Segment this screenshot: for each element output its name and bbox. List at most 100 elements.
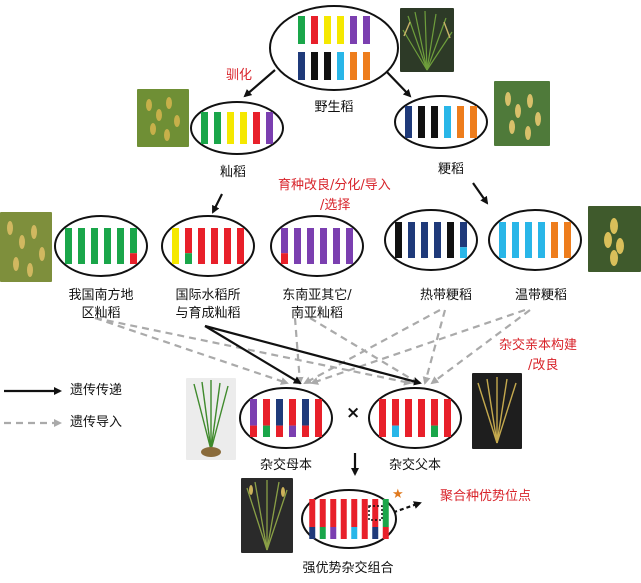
irri-chromosome-group <box>161 215 255 277</box>
chromosome-bar <box>298 52 305 80</box>
legend-introgression-label: 遗传导入 <box>70 415 123 430</box>
introgression-arrows <box>94 308 531 386</box>
chromosome-bar <box>421 222 428 258</box>
chromosome-bar <box>311 16 318 44</box>
chromosome-bar <box>298 16 305 44</box>
chromosome-bar-segment <box>130 253 137 264</box>
chromosome-bar-segment <box>276 425 283 437</box>
rice-panicle-photo-south-china <box>0 212 52 282</box>
chromosome-bar <box>340 499 347 539</box>
chromosome-bar <box>227 112 234 144</box>
chromosome-bar-segment <box>431 425 438 437</box>
hybrid-chromosome-group <box>301 489 397 549</box>
tropical-chromosome-group <box>384 209 478 271</box>
chromosome-bar <box>447 222 454 258</box>
chromosome-bar <box>379 399 386 437</box>
wild-ellipse <box>269 5 399 91</box>
parent-build-label-line1: 杂交亲本构建 <box>499 338 578 353</box>
parent-build-label-line2: /改良 <box>528 358 559 373</box>
chromosome-bar <box>78 228 85 264</box>
chromosome-bar <box>324 52 331 80</box>
cross-symbol: × <box>346 403 361 423</box>
chromosome-bar-segment <box>289 425 296 437</box>
chromosome-bar <box>444 106 451 138</box>
chromosome-bar <box>350 52 357 80</box>
chromosome-bar-segment <box>330 499 337 527</box>
chromosome-bar <box>408 222 415 258</box>
rice-panicle-photo-temperate <box>588 206 641 272</box>
pyramid-loci-label: 聚合种优势位点 <box>440 489 532 504</box>
chromosome-bar <box>538 222 545 258</box>
breeding-label-line1: 育种改良/分化/导入 <box>278 178 391 193</box>
chromosome-bar <box>324 16 331 44</box>
indica-label: 籼稻 <box>219 165 247 180</box>
highlight-box <box>368 505 383 521</box>
chromosome-bar-segment <box>263 425 270 437</box>
chromosome-bar <box>214 112 221 144</box>
chromosome-bar-segment <box>130 228 137 254</box>
chromosome-bar <box>418 399 425 437</box>
sea-label-line1: 东南亚其它/ <box>282 288 352 303</box>
chromosome-bar-segment <box>431 399 438 426</box>
chromosome-bar-segment <box>263 399 270 426</box>
tropical-japonica-label: 热带粳稻 <box>419 288 473 303</box>
chromosome-bar-segment <box>351 527 358 539</box>
chromosome-bar <box>201 112 208 144</box>
chromosome-bar-segment <box>302 425 309 437</box>
chromosome-bar-segment <box>460 222 467 248</box>
temperate-japonica-label: 温带粳稻 <box>514 288 568 303</box>
chromosome-bar <box>405 106 412 138</box>
chromosome-bar <box>172 228 179 264</box>
chromosome-bar <box>457 106 464 138</box>
chromosome-bar <box>418 106 425 138</box>
irri-label-line1: 国际水稻所 <box>175 288 241 303</box>
chromosome-bar-segment <box>302 399 309 426</box>
irri-label-line2: 与育成籼稻 <box>175 306 241 321</box>
south-china-chromosome-group <box>54 215 148 277</box>
temperate-chromosome-group <box>488 209 582 271</box>
chromosome-bar <box>104 228 111 264</box>
chromosome-bar <box>224 228 231 264</box>
chromosome-bar-segment <box>382 527 389 539</box>
chromosome-bar <box>499 222 506 258</box>
chromosome-bar <box>198 228 205 264</box>
chromosome-bar <box>266 112 273 144</box>
chromosome-bar-segment <box>281 228 288 254</box>
chromosome-bar-segment <box>185 253 192 264</box>
chromosome-bar <box>361 499 368 539</box>
chromosome-bar <box>320 228 327 264</box>
chromosome-bar-segment <box>330 527 337 539</box>
chromosome-bar <box>470 106 477 138</box>
chromosome-bar <box>337 16 344 44</box>
chromosome-bar-segment <box>372 499 379 527</box>
chromosome-bar-segment <box>382 499 389 527</box>
male-parent-label: 杂交父本 <box>388 458 442 473</box>
sea-label-line2: 南亚籼稻 <box>290 306 344 321</box>
chromosome-bar <box>65 228 72 264</box>
chromosome-bar-segment <box>289 399 296 426</box>
chromosome-bar <box>431 106 438 138</box>
wild-rice-label: 野生稻 <box>314 100 354 115</box>
chromosome-bar <box>350 16 357 44</box>
chromosome-bar-segment <box>392 399 399 426</box>
chromosome-bar <box>240 112 247 144</box>
rice-panicle-photo-japonica <box>494 81 550 146</box>
sea-chromosome-group <box>270 215 364 277</box>
chromosome-bar <box>211 228 218 264</box>
chromosome-bar-segment <box>372 527 379 539</box>
chromosome-bar <box>333 228 340 264</box>
male-chromosome-group <box>368 387 462 449</box>
chromosome-bar <box>253 112 260 144</box>
chromosome-bar <box>363 52 370 80</box>
rice-panicle-photo-indica <box>137 89 189 147</box>
chromosome-bar <box>315 399 322 437</box>
chromosome-bar-segment <box>460 247 467 258</box>
legend-transfer-label: 遗传传递 <box>70 383 123 398</box>
female-chromosome-group <box>239 387 333 449</box>
chromosome-bar-segment <box>185 228 192 254</box>
chromosome-bar <box>434 222 441 258</box>
female-parent-label: 杂交母本 <box>259 458 313 473</box>
chromosome-bar <box>91 228 98 264</box>
